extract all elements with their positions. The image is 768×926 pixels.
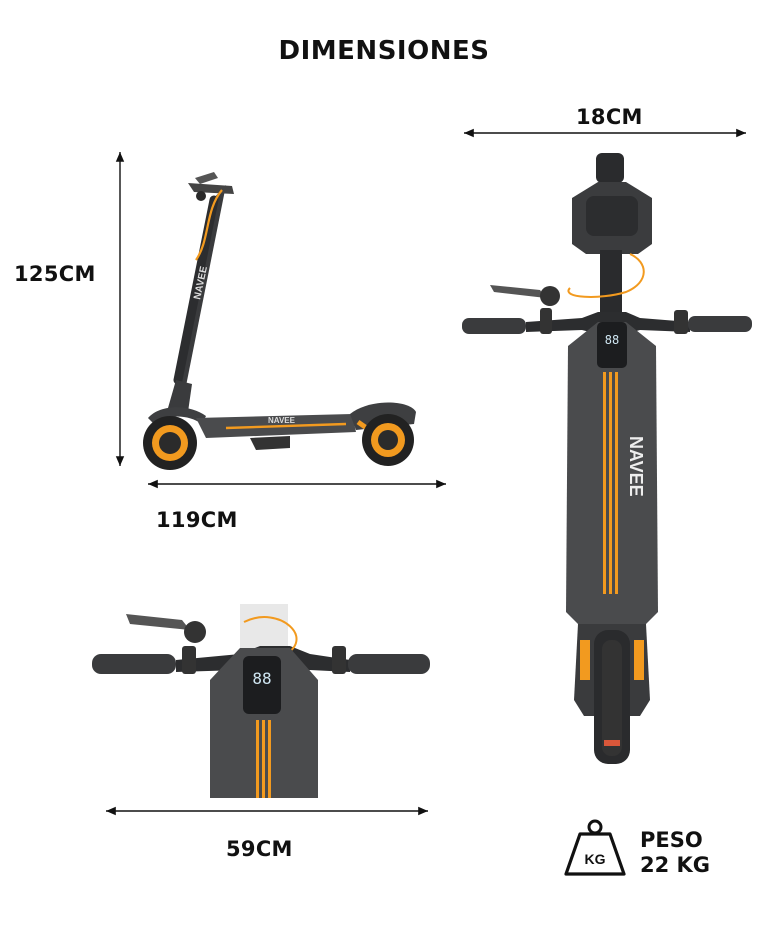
weight-block: PESO 22 KG bbox=[640, 828, 710, 878]
handlebar-width-label: 59CM bbox=[226, 837, 293, 861]
weight-label: PESO bbox=[640, 828, 703, 852]
deck-top-brand-text: NAVEE bbox=[626, 436, 646, 497]
weight-icon-text: KG bbox=[585, 851, 606, 867]
deck-brand-text: NAVEE bbox=[268, 416, 296, 425]
height-label: 125CM bbox=[14, 262, 96, 286]
weight-value: 22 KG bbox=[640, 853, 711, 877]
front-display-digits: 88 bbox=[252, 669, 271, 688]
width-label: 18CM bbox=[576, 105, 643, 129]
length-label: 119CM bbox=[156, 508, 238, 532]
page-title: DIMENSIONES bbox=[278, 36, 490, 66]
top-display-digits: 88 bbox=[605, 333, 619, 347]
